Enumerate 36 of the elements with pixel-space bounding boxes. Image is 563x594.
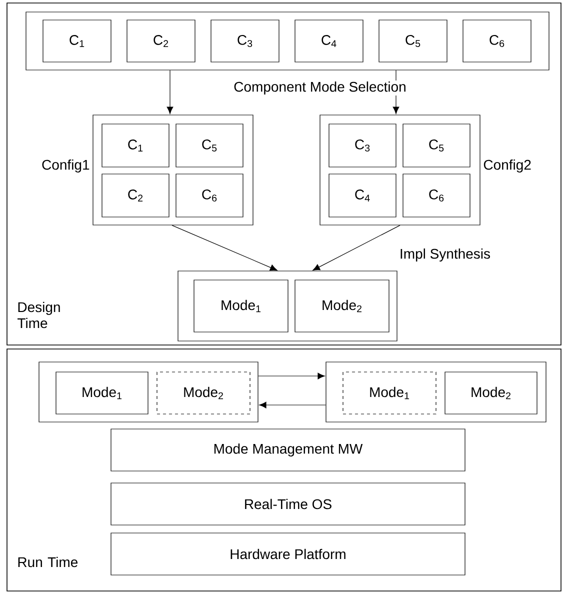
arrow	[258, 372, 325, 380]
mode-box: Mode$_{2}$	[294, 280, 390, 332]
mode-group-box	[178, 270, 398, 342]
component-box: C$_{6}$	[176, 174, 244, 218]
node-label: Config2	[484, 159, 531, 173]
component-box: C$_{3}$	[210, 20, 280, 62]
annotation-label: Component Mode Selection	[232, 80, 408, 96]
mode-box: Mode$_{1}$	[194, 280, 288, 332]
component-box: C$_{5}$	[176, 124, 244, 168]
annotation-label: Impl Synthesis	[398, 247, 492, 263]
component-box: C$_{3}$	[328, 124, 396, 168]
component-bar	[26, 12, 550, 70]
layer-box: Hardware Platform	[110, 532, 466, 576]
mode-box: Mode$_{1}$	[56, 372, 148, 414]
component-box: C$_{4}$	[294, 20, 364, 62]
component-box: C$_{4}$	[328, 174, 396, 218]
node-label: Config1	[42, 159, 90, 173]
component-box: C$_{5}$	[402, 124, 470, 168]
component-box: C$_{6}$	[402, 174, 470, 218]
component-box: C$_{6}$	[462, 20, 532, 62]
component-box: C$_{5}$	[378, 20, 448, 62]
layer-box: Real-Time OS	[110, 482, 466, 526]
component-box: C$_{1}$	[102, 124, 170, 168]
mode-box: Mode$_{2}$	[444, 372, 538, 414]
component-box: C$_{2}$	[126, 20, 196, 62]
arrow	[259, 402, 326, 408]
state-box	[326, 362, 546, 422]
arrow	[166, 70, 174, 114]
arrow	[172, 225, 278, 271]
component-box: C$_{2}$	[102, 174, 170, 218]
component-box: C$_{1}$	[42, 20, 112, 62]
state-box	[38, 362, 258, 422]
mode-box: Mode$_{2}$	[156, 372, 250, 414]
mode-box: Mode$_{1}$	[342, 372, 436, 414]
layer-box: Mode Management MW	[110, 428, 466, 472]
arrow	[312, 225, 400, 271]
